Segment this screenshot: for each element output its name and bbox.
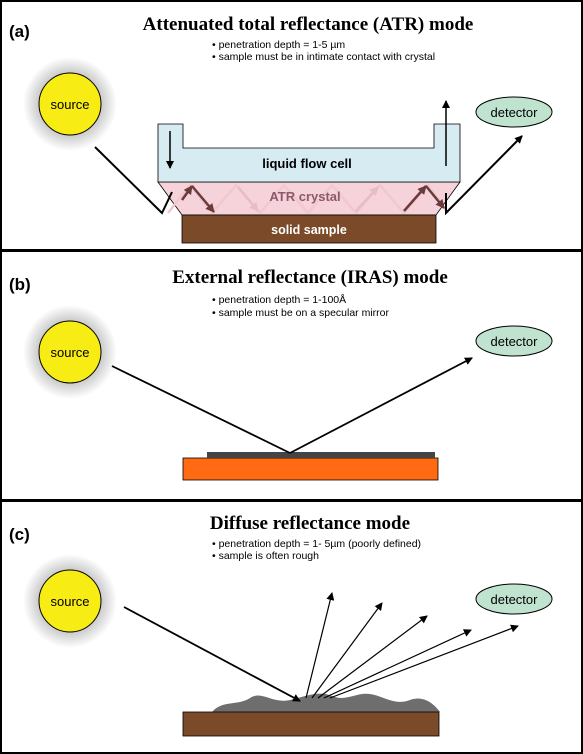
diffuse-solid-sample [182,711,440,737]
diffuse-bullet-rough: • sample is often rough [212,550,319,562]
diffuse-scatter-arrow [329,624,519,699]
flow-cell-label: liquid flow cell [262,156,352,171]
diffuse-scatter-arrow [311,602,383,699]
diffuse-source-label: source [50,594,89,609]
atr-reflection-arrow [425,185,445,209]
panel-diffuse-title: Diffuse reflectance mode [210,513,410,534]
iras-detector-label: detector [491,334,539,349]
atr-detector-icon [475,96,553,128]
diffuse-bullet-penetration: • penetration depth = 1- 5µm (poorly def… [212,538,421,550]
atr-solid-sample [181,214,437,244]
iras-mirror-substrate [182,457,439,481]
atr-reflection-arrow-faint [355,186,379,212]
atr-reflection-arrow [403,185,427,212]
panel-iras-title: External reflectance (IRAS) mode [172,267,448,288]
atr-bullet-contact: • sample must be in intimate contact wit… [212,51,435,63]
atr-reflection-arrow [191,185,215,213]
atr-zigzag-faint [167,182,450,215]
panel-diffuse: (c) Diffuse reflectance mode • penetrati… [0,500,583,754]
iras-source-label: source [50,345,89,360]
atr-exit-beam [445,135,523,216]
panel-atr: (a) Attenuated total reflectance (ATR) m… [0,0,583,251]
atr-bullet-penetration: • penetration depth = 1-5 µm [212,39,345,51]
panel-iras-label: (b) [9,275,31,294]
atr-internal-reflections [167,182,450,215]
atr-detector-label: detector [491,105,539,120]
iras-detector-icon [475,325,553,357]
iras-bullet-mirror: • sample must be on a specular mirror [212,307,389,319]
diffuse-incident-beam [123,606,301,702]
diffuse-scatter-arrow [323,629,472,699]
atr-solid-sample-label: solid sample [271,223,347,237]
diffuse-scatter-arrow [317,615,428,699]
diffuse-scatter-arrow [305,592,335,699]
atr-crystal-label: ATR crystal [269,189,340,204]
iras-incident-beam [111,365,291,454]
diffuse-detector-icon [475,583,553,615]
diffuse-rough-layer [212,693,440,712]
panel-atr-title: Attenuated total reflectance (ATR) mode [143,14,474,35]
panel-iras: (b) External reflectance (IRAS) mode • p… [0,250,583,501]
iras-thin-film [207,452,435,458]
diffuse-source-icon [38,569,102,633]
atr-incident-beam [94,146,173,215]
iras-reflected-beam [289,357,473,454]
iras-bullet-penetration: • penetration depth = 1-100Å [212,293,346,306]
iras-source-icon [38,320,102,384]
panel-atr-label: (a) [9,22,30,41]
panel-diffuse-label: (c) [9,525,30,544]
atr-source-label: source [50,97,89,112]
atr-reflection-arrow-faint [237,186,259,212]
diffuse-detector-label: detector [491,592,539,607]
liquid-flow-cell [157,123,461,183]
atr-source-icon [38,72,102,136]
atr-reflection-arrow [180,185,194,201]
